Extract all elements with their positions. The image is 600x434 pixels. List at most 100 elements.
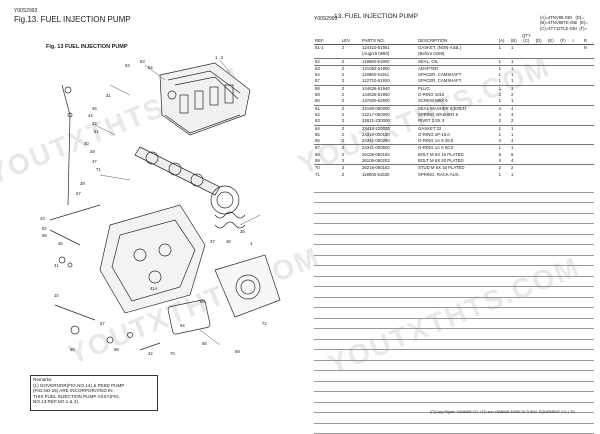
svg-text:41A: 41A [150,286,158,291]
model-key: (B)=4TNV88TE-GBI [540,20,577,25]
cell-e [547,58,559,65]
cell-r [583,165,594,172]
cell-a: 4 [498,138,510,145]
cell-e [547,165,559,172]
svg-text:41: 41 [54,263,59,268]
svg-text:45: 45 [58,241,63,246]
col-ref: REF. [314,37,341,45]
cell-a [498,51,510,58]
cell-e [547,118,559,125]
cell-b: 4 [510,138,522,145]
svg-text:40: 40 [84,141,89,146]
col-lev: LEV [341,37,361,45]
blank-row [314,308,594,319]
cell-d [535,98,547,105]
cell-i [572,125,583,132]
svg-text:71: 71 [96,167,101,172]
cell-e [547,158,559,165]
cell-desc: RIVET 2.3X 3 [417,118,498,125]
cell-b: 4 [510,105,522,112]
cell-e [547,51,559,58]
cell-f [559,105,571,112]
document-code: Y00S2993 [14,8,37,14]
blank-row [314,203,594,214]
col-qty-b: (B) [510,37,522,45]
cell-parts: 137600-52600 [361,98,417,105]
cell-i [572,85,583,92]
cell-d [535,125,547,132]
model-mark: (F)= [579,26,587,31]
cell-d [535,158,547,165]
col-qty-c: (C) [522,37,534,45]
cell-d [535,85,547,92]
cell-r [583,138,594,145]
cell-i [572,118,583,125]
cell-lev [341,51,361,58]
cell-f [559,98,571,105]
cell-ref: 66 [314,138,341,145]
blank-row [314,214,594,225]
svg-text:63: 63 [125,63,130,68]
blank-row [314,224,594,235]
cell-r [583,125,594,132]
model-key: (C)=4TY12TLE-GBI [540,26,577,31]
cell-lev: 2 [341,118,361,125]
cell-f [559,138,571,145]
blank-row [314,340,594,351]
cell-parts: (Aug/19 0990) [361,51,417,58]
cell-r [583,145,594,152]
svg-text:10: 10 [54,293,59,298]
cell-lev: 2 [341,172,361,178]
cell-lev: 2 [341,158,361,165]
cell-r [583,65,594,72]
cell-parts: 26106-060202 [361,158,417,165]
cell-e [547,78,559,85]
col-qty-d: (D) [535,37,547,45]
svg-text:57: 57 [76,191,81,196]
cell-ref: 51-1 [314,45,341,52]
cell-ref [314,51,341,58]
cell-ref: 61 [314,105,341,112]
blank-row [314,361,594,372]
cell-c [522,78,534,85]
svg-text:54: 54 [148,65,153,70]
model-key: (A)=4TNV88-GBI [540,15,572,20]
cell-b: 1 [510,65,522,72]
model-mark: (E)= [580,20,588,25]
blank-rows [314,182,594,434]
cell-parts: 144626-51940 [361,85,417,92]
cell-lev: 2 [341,165,361,172]
blank-row [314,413,594,424]
cell-e [547,98,559,105]
cell-r [583,98,594,105]
blank-row [314,350,594,361]
cell-ref: 58 [314,85,341,92]
cell-r: N [583,45,594,52]
svg-text:39: 39 [80,181,85,186]
cell-r [583,85,594,92]
cell-ref: 60 [314,98,341,105]
cell-desc: STUD M 6X 16 PLATED [417,165,498,172]
cell-a: 1 [498,125,510,132]
svg-text:70: 70 [170,351,175,356]
cell-e [547,45,559,52]
cell-f [559,158,571,165]
cell-a: 1 [498,145,510,152]
svg-text:53: 53 [140,59,145,64]
model-mark: (D)= [576,15,584,20]
copyright-footer: (C)Copy Rights: YANMAR CO.,LTD and YANMA… [430,410,576,414]
cell-a: 4 [498,158,510,165]
blank-row [314,287,594,298]
cell-i [572,51,583,58]
cell-d [535,118,547,125]
svg-text:46: 46 [92,106,97,111]
cell-i [572,45,583,52]
cell-e [547,85,559,92]
cell-b: 1 [510,98,522,105]
